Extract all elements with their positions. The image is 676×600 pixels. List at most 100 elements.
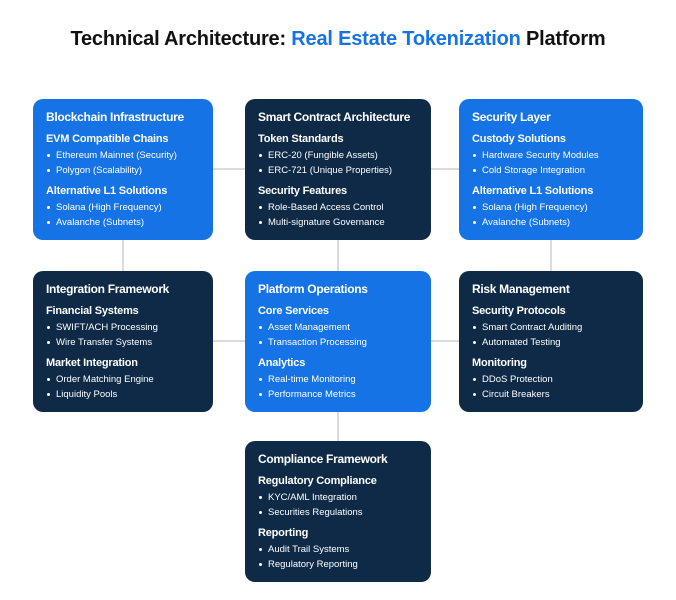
bullet-icon	[47, 392, 50, 396]
section-heading: Market Integration	[46, 356, 138, 369]
section-heading: Regulatory Compliance	[258, 475, 377, 487]
bullet-icon	[259, 562, 262, 566]
bullet-text: Hardware Security Modules	[482, 150, 599, 161]
bullet-text: ERC-20 (Fungible Assets)	[268, 150, 378, 161]
title-suffix: Platform	[520, 28, 606, 50]
node-title: Platform Operations	[258, 282, 368, 296]
bullet-text: Role-Based Access Control	[268, 201, 384, 213]
bullet-text: Regulatory Reporting	[268, 558, 358, 570]
bullet-text: Transaction Processing	[268, 336, 367, 348]
bullet-icon	[473, 392, 476, 396]
bullet-item: Smart Contract Auditing	[472, 322, 635, 334]
bullet-icon	[47, 340, 50, 344]
section-heading: Security Protocols	[472, 305, 566, 317]
bullet-text: Securities Regulations	[268, 506, 363, 518]
bullet-icon	[473, 377, 476, 381]
bullet-text: Solana (High Frequency)	[482, 201, 588, 213]
section-heading: Analytics	[258, 356, 306, 369]
section-heading: Alternative L1 Solutions	[472, 184, 594, 197]
bullet-text: Multi-signature Governance	[268, 216, 385, 228]
bullet-item: SWIFT/ACH Processing	[46, 322, 205, 334]
bullet-icon	[473, 326, 476, 329]
bullet-text: Automated Testing	[482, 336, 561, 348]
node-title: Integration Framework	[46, 282, 170, 296]
bullet-icon	[473, 220, 476, 224]
bullet-text: Solana (High Frequency)	[56, 201, 162, 213]
node-title: Risk Management	[472, 282, 570, 296]
node-risk-management: Risk Management Security Protocols Smart…	[459, 271, 643, 412]
bullet-item: ERC-721 (Unique Properties)	[258, 165, 423, 177]
node-compliance-framework: Compliance Framework Regulatory Complian…	[245, 441, 431, 582]
node-title: Compliance Framework	[258, 452, 388, 466]
section-heading: Core Services	[258, 305, 329, 317]
node-title: Smart Contract Architecture	[258, 110, 411, 124]
bullet-item: Ethereum Mainnet (Security)	[46, 150, 205, 162]
bullet-text: Cold Storage Integration	[482, 164, 585, 176]
bullet-item: Multi-signature Governance	[258, 217, 423, 229]
bullet-text: Asset Management	[268, 322, 350, 333]
bullet-item: Wire Transfer Systems	[46, 337, 205, 349]
bullet-text: ERC-721 (Unique Properties)	[268, 164, 393, 176]
bullet-item: Avalanche (Subnets)	[46, 217, 205, 229]
section-heading: Custody Solutions	[472, 133, 566, 145]
bullet-text: Avalanche (Subnets)	[56, 216, 145, 228]
section-heading: Alternative L1 Solutions	[46, 184, 168, 197]
bullet-icon	[259, 547, 262, 551]
bullet-text: Liquidity Pools	[56, 388, 118, 400]
bullet-item: Transaction Processing	[258, 337, 423, 349]
bullet-text: SWIFT/ACH Processing	[56, 322, 158, 333]
title-prefix: Technical Architecture:	[70, 28, 292, 50]
bullet-text: Real-time Monitoring	[268, 373, 356, 385]
node-integration-framework: Integration Framework Financial Systems …	[33, 271, 213, 412]
bullet-icon	[473, 205, 476, 209]
section-heading: Monitoring	[472, 356, 527, 369]
bullet-text: Wire Transfer Systems	[56, 336, 153, 348]
title-highlight: Real Estate Tokenization	[291, 28, 521, 50]
bullet-icon	[259, 168, 262, 172]
bullet-icon	[47, 205, 50, 209]
bullet-item: Asset Management	[258, 322, 423, 334]
bullet-item: Securities Regulations	[258, 507, 423, 519]
bullet-icon	[259, 377, 262, 381]
bullet-icon	[259, 496, 262, 499]
bullet-text: Smart Contract Auditing	[482, 322, 583, 333]
bullet-item: Circuit Breakers	[472, 389, 635, 401]
bullet-text: Avalanche (Subnets)	[482, 216, 571, 228]
bullet-item: Solana (High Frequency)	[472, 202, 635, 214]
section-heading: Token Standards	[258, 133, 344, 145]
bullet-text: Ethereum Mainnet (Security)	[56, 150, 177, 161]
bullet-icon	[47, 154, 50, 157]
bullet-item: Real-time Monitoring	[258, 374, 423, 386]
page-title: Technical Architecture: Real Estate Toke…	[0, 28, 676, 51]
node-title: Security Layer	[472, 110, 551, 124]
bullet-text: Circuit Breakers	[482, 388, 550, 400]
bullet-icon	[259, 392, 262, 396]
bullet-text: Polygon (Scalability)	[56, 164, 143, 176]
bullet-text: Audit Trail Systems	[268, 543, 350, 555]
bullet-item: Audit Trail Systems	[258, 544, 423, 556]
bullet-text: DDoS Protection	[482, 373, 553, 385]
bullet-icon	[259, 205, 262, 209]
bullet-icon	[47, 168, 50, 172]
bullet-item: DDoS Protection	[472, 374, 635, 386]
bullet-item: Performance Metrics	[258, 389, 423, 401]
node-platform-operations: Platform Operations Core Services Asset …	[245, 271, 431, 412]
bullet-icon	[259, 154, 262, 157]
bullet-icon	[473, 340, 476, 344]
bullet-item: Solana (High Frequency)	[46, 202, 205, 214]
bullet-item: KYC/AML Integration	[258, 492, 423, 504]
bullet-item: Avalanche (Subnets)	[472, 217, 635, 229]
bullet-icon	[47, 326, 50, 329]
node-blockchain-infrastructure: Blockchain Infrastructure EVM Compatible…	[33, 99, 213, 240]
section-heading: EVM Compatible Chains	[46, 133, 169, 145]
bullet-icon	[473, 168, 476, 172]
bullet-item: Order Matching Engine	[46, 374, 205, 386]
bullet-item: Regulatory Reporting	[258, 559, 423, 571]
bullet-item: Hardware Security Modules	[472, 150, 635, 162]
bullet-text: KYC/AML Integration	[268, 492, 357, 503]
bullet-text: Order Matching Engine	[56, 373, 154, 385]
node-smart-contract-architecture: Smart Contract Architecture Token Standa…	[245, 99, 431, 240]
bullet-icon	[259, 326, 262, 329]
bullet-text: Performance Metrics	[268, 388, 356, 400]
